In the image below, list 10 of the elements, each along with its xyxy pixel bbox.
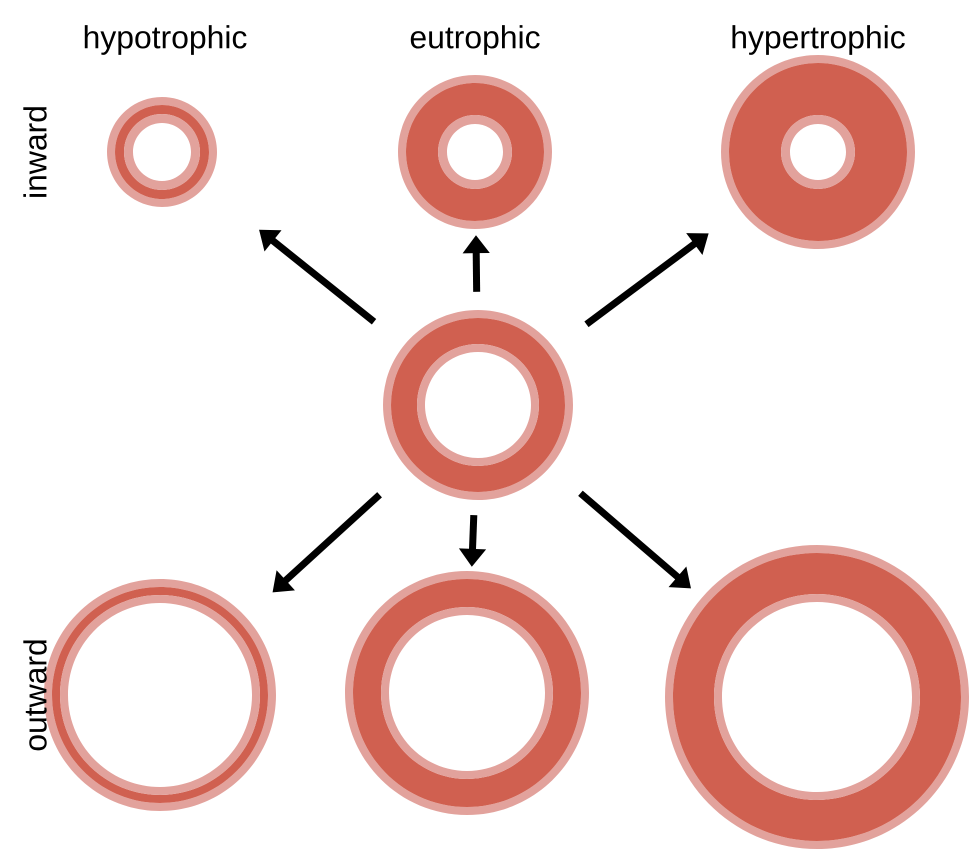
ring <box>345 570 589 815</box>
ring <box>383 310 573 500</box>
column-heading: hypotrophic <box>84 25 247 55</box>
ring <box>721 55 915 249</box>
row-label: outward <box>23 640 47 750</box>
ring <box>107 97 217 207</box>
ring <box>398 75 552 229</box>
ring <box>665 544 969 849</box>
column-heading: hypertrophic <box>732 25 905 55</box>
row-label: inward <box>23 107 47 197</box>
